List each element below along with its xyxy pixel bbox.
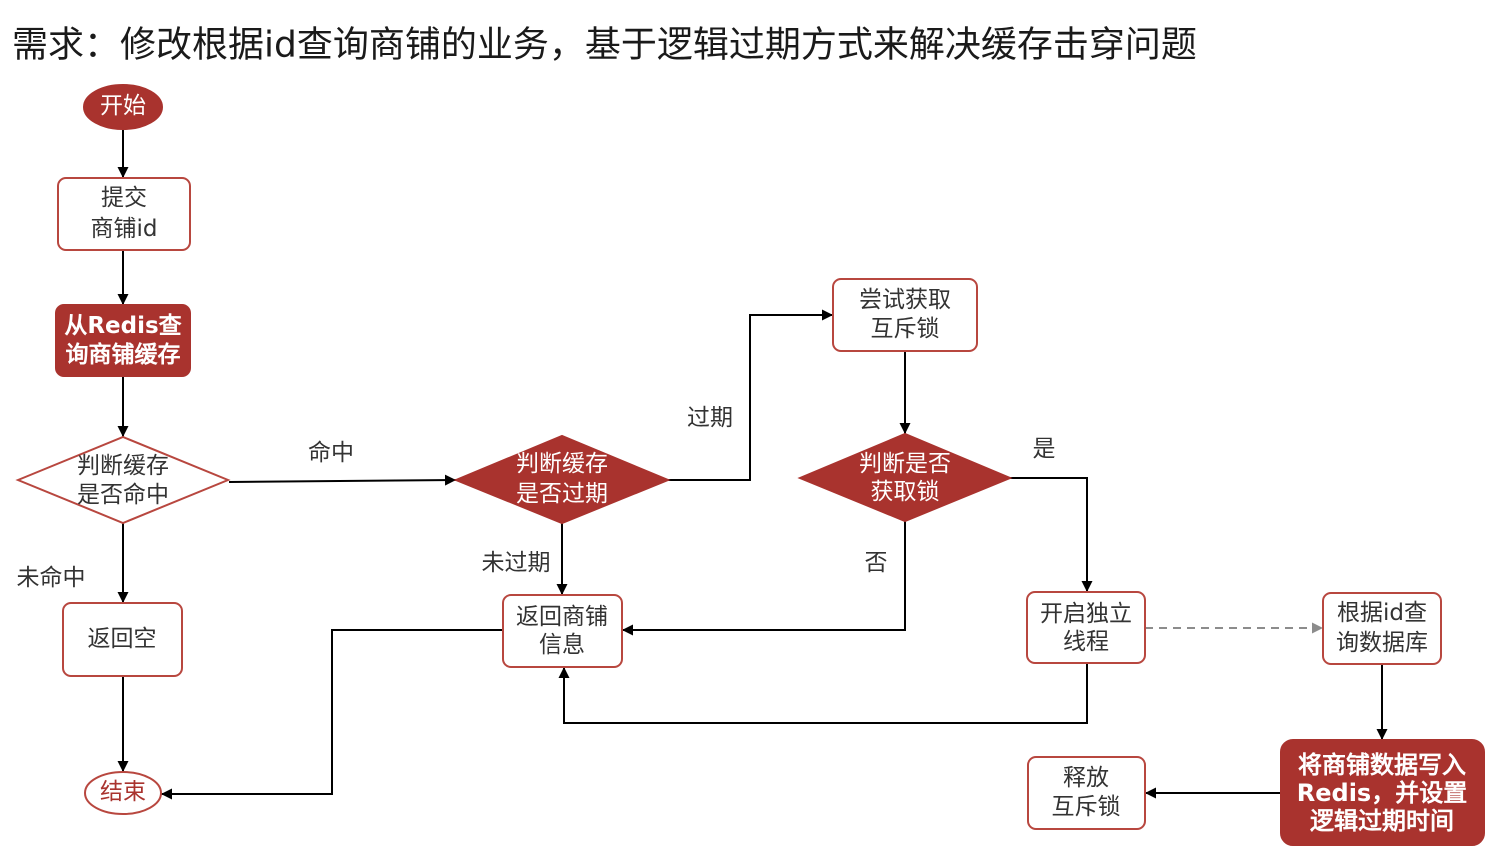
node-check-cache-hit-line-2: 是否命中 [77,482,169,508]
node-submit-shop-id-line-1: 提交 [101,185,147,211]
node-query-redis-cache-line-1: 从Redis查 [64,313,181,339]
node-release-lock: 释放 互斥锁 [1027,756,1146,830]
node-check-lock-acquired: 判断是否 获取锁 [797,432,1013,523]
try-acquire-lock-box [832,278,978,352]
node-submit-shop-id: 提交 商铺id [57,177,191,251]
node-check-cache-hit-line-1: 判断缓存 [77,453,169,479]
node-try-acquire-lock-line-1: 尝试获取 [859,287,951,313]
edge-labels: 命中 未命中 过期 未过期 是 否 [17,405,1056,591]
node-return-empty-label: 返回空 [88,626,157,652]
edges [117,129,1388,800]
node-write-to-redis-line-2: Redis，并设置 [1297,779,1467,807]
node-check-expired: 判断缓存 是否过期 [453,434,671,525]
node-start-label: 开始 [100,93,146,119]
node-query-database-line-2: 询数据库 [1336,630,1428,656]
end-ellipse [84,771,162,815]
node-write-to-redis-line-1: 将商铺数据写入 [1298,751,1466,779]
node-write-to-redis-line-3: 逻辑过期时间 [1310,807,1454,835]
check-expired-diamond [453,434,671,525]
start-ellipse [83,84,163,130]
node-start: 开始 [83,84,163,130]
node-check-lock-acquired-line-2: 获取锁 [871,479,940,505]
release-lock-box [1027,756,1146,830]
edge-new-thread-to-return-shop [558,663,1088,724]
return-empty-box [62,602,183,677]
edge-label-yes: 是 [1033,436,1056,462]
node-end-label: 结束 [100,779,146,805]
start-new-thread-box [1026,591,1146,664]
node-release-lock-line-1: 释放 [1063,765,1109,791]
node-query-database: 根据id查 询数据库 [1322,592,1442,665]
node-query-redis-cache: 从Redis查 询商铺缓存 [55,304,191,377]
node-return-shop-info-line-1: 返回商铺 [516,604,608,630]
node-try-acquire-lock-line-2: 互斥锁 [871,316,940,342]
node-try-acquire-lock: 尝试获取 互斥锁 [832,278,978,352]
node-check-expired-line-1: 判断缓存 [516,451,608,477]
check-cache-hit-diamond [15,435,231,525]
node-start-new-thread-line-1: 开启独立 [1040,601,1132,627]
node-return-empty: 返回空 [62,602,183,677]
query-database-box [1322,592,1442,665]
query-redis-cache-box [55,304,191,377]
edge-hit-to-check-expired [228,474,457,486]
return-shop-info-box [502,594,623,668]
node-check-expired-line-2: 是否过期 [516,481,608,507]
edge-yes-to-new-thread [1010,477,1093,592]
edge-label-not-expired: 未过期 [482,550,551,576]
node-query-database-line-1: 根据id查 [1337,600,1427,626]
node-check-lock-acquired-line-1: 判断是否 [859,451,951,477]
node-end: 结束 [84,771,162,815]
page-title: 需求：修改根据id查询商铺的业务，基于逻辑过期方式来解决缓存击穿问题 [12,25,1197,66]
node-start-new-thread: 开启独立 线程 [1026,591,1146,664]
node-release-lock-line-2: 互斥锁 [1052,794,1121,820]
submit-shop-id-box [57,177,191,251]
edge-label-expired: 过期 [687,405,733,431]
node-submit-shop-id-line-2: 商铺id [91,216,158,242]
node-check-cache-hit: 判断缓存 是否命中 [15,435,231,525]
node-start-new-thread-line-2: 线程 [1063,629,1109,655]
node-write-to-redis: 将商铺数据写入 Redis，并设置 逻辑过期时间 [1280,739,1485,846]
check-lock-acquired-diamond [797,432,1013,523]
node-return-shop-info: 返回商铺 信息 [502,594,623,668]
edge-expired-to-try-lock [668,309,833,481]
edge-label-miss: 未命中 [17,565,86,591]
node-query-redis-cache-line-2: 询商铺缓存 [66,341,181,368]
edge-no-to-return-shop [622,521,906,636]
edge-return-shop-to-end [161,629,503,800]
edge-label-hit: 命中 [308,440,354,466]
node-return-shop-info-line-2: 信息 [539,632,585,658]
write-to-redis-box [1280,739,1485,846]
edge-label-no: 否 [865,550,888,576]
